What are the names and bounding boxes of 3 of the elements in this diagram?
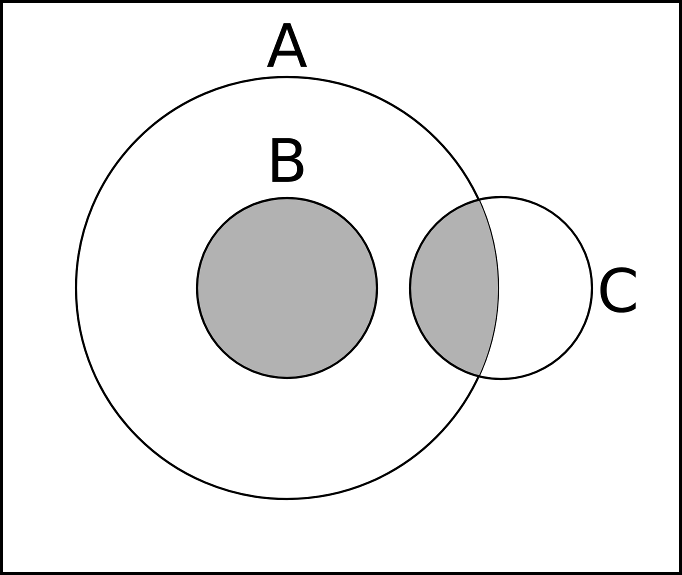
node-label: B [272, 138, 304, 182]
node-label: A [266, 23, 308, 67]
node-label: C [600, 267, 636, 313]
